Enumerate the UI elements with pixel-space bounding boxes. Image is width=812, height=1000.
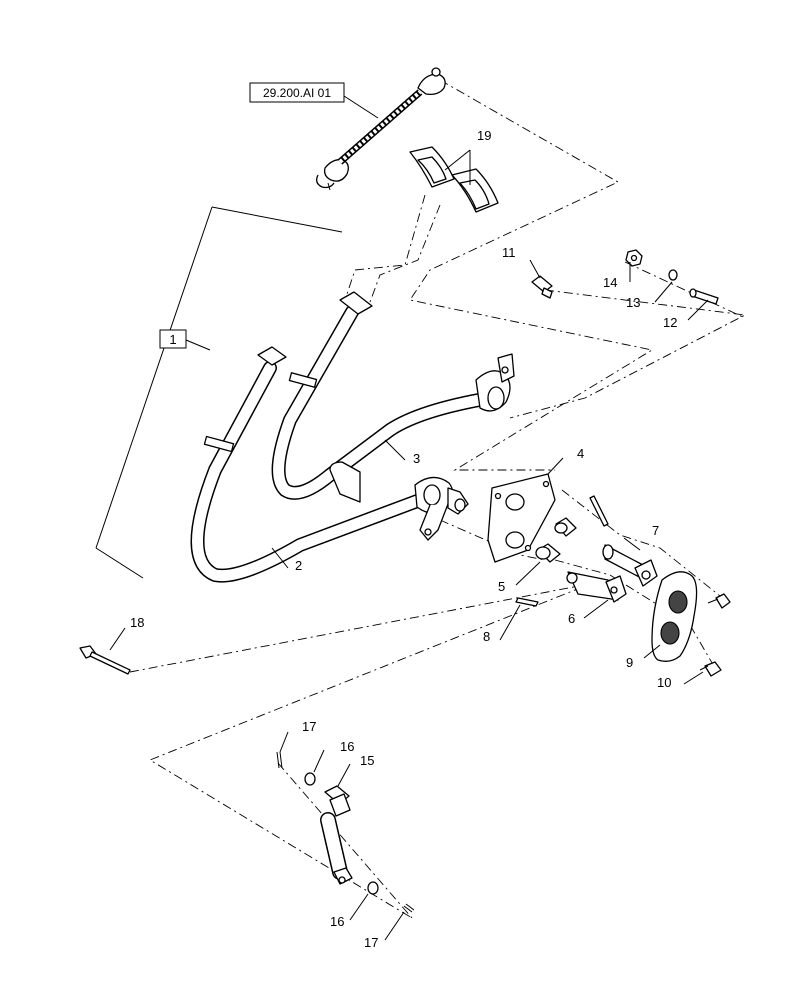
callout-15: 15 (360, 753, 374, 768)
reference-box[interactable] (249, 82, 345, 103)
callout-10: 10 (657, 675, 671, 690)
callout-17-lower: 17 (364, 935, 378, 950)
pedal-pad-left (409, 146, 455, 188)
callout-13: 13 (626, 295, 640, 310)
bolt-12 (689, 288, 719, 305)
washer-16-lower (367, 881, 379, 895)
cotter-pin-17-upper (276, 751, 283, 769)
callout-11: 11 (502, 245, 516, 260)
callout-4: 4 (577, 446, 584, 461)
callout-18: 18 (130, 615, 144, 630)
assembly-bracket-line-a (95, 206, 213, 549)
callout-19: 19 (477, 128, 491, 143)
bushing-5-upper (554, 517, 577, 537)
callout-2: 2 (295, 558, 302, 573)
cotter-pin-17-lower (403, 903, 415, 913)
leader-lines (109, 95, 709, 941)
pedal-pad-right (451, 168, 499, 213)
callout-12: 12 (663, 315, 677, 330)
assembly-box-label: 1 (169, 332, 176, 347)
reference-box-label: 29.200.AI 01 (263, 86, 331, 100)
callout-6: 6 (568, 611, 575, 626)
callout-7: 7 (652, 523, 659, 538)
assembly-bracket-line-b (211, 206, 343, 233)
fitting-11 (531, 275, 553, 299)
callout-3: 3 (413, 451, 420, 466)
callout-17-upper: 17 (302, 719, 316, 734)
mounting-plate (487, 473, 556, 563)
washer-16-upper (304, 772, 316, 786)
shaft-6 (566, 571, 627, 603)
cover-9 (651, 571, 698, 662)
pedal-tube-2 (190, 346, 469, 583)
callout-16-lower: 16 (330, 914, 344, 929)
callout-5: 5 (498, 579, 505, 594)
assembly-box[interactable] (159, 329, 187, 349)
shaft-7 (602, 544, 658, 587)
bushing-5 (535, 543, 561, 563)
roll-pin-8 (515, 597, 539, 607)
hydraulic-hose-reference (316, 67, 446, 191)
callout-9: 9 (626, 655, 633, 670)
alignment-lines (129, 79, 747, 919)
washer-13 (668, 269, 678, 281)
pedal-tube-3 (271, 291, 515, 503)
callout-16-upper: 16 (340, 739, 354, 754)
spring-rod-15 (320, 785, 353, 885)
assembly-bracket-line-c (95, 547, 144, 579)
spring-pin-upper (589, 495, 609, 527)
screw-10-upper (707, 593, 731, 609)
callout-8: 8 (483, 629, 490, 644)
screw-10 (699, 661, 722, 677)
callout-14: 14 (603, 275, 617, 290)
bolt-18 (79, 645, 131, 675)
